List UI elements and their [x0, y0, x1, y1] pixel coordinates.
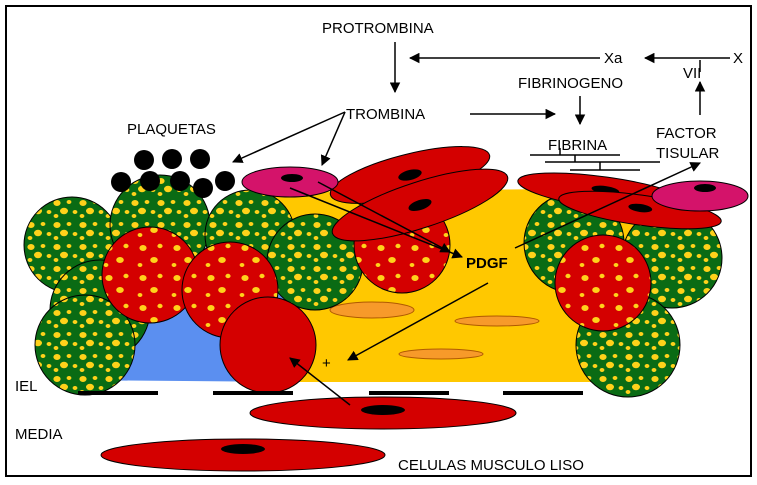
- label-media: MEDIA: [15, 426, 63, 443]
- endothelial-cell: [652, 181, 748, 211]
- red-cell: [555, 235, 651, 331]
- media-cell: [101, 439, 385, 471]
- red-cell-plain: [220, 297, 316, 393]
- label-tisular: TISULAR: [656, 145, 720, 162]
- orange-cell: [399, 349, 483, 359]
- endothelial-cell: [242, 167, 338, 197]
- label-celulas: CELULAS MUSCULO LISO: [398, 457, 584, 474]
- label-pdgf: PDGF: [466, 255, 508, 272]
- label-xa: Xa: [604, 50, 623, 67]
- media-cell: [250, 397, 516, 429]
- label-plus: +: [322, 355, 331, 372]
- orange-cell: [330, 302, 414, 318]
- label-x: X: [733, 50, 743, 67]
- label-protrombina: PROTROMBINA: [322, 20, 434, 37]
- orange-cell: [455, 316, 539, 326]
- label-factor: FACTOR: [656, 125, 717, 142]
- label-fibrinogeno: FIBRINOGENO: [518, 75, 623, 92]
- red-cell: [102, 227, 198, 323]
- label-plaquetas: PLAQUETAS: [127, 121, 216, 138]
- label-fibrina: FIBRINA: [548, 137, 607, 154]
- label-trombina: TROMBINA: [346, 106, 425, 123]
- label-iel: IEL: [15, 378, 38, 395]
- label-vii: VII: [683, 65, 701, 82]
